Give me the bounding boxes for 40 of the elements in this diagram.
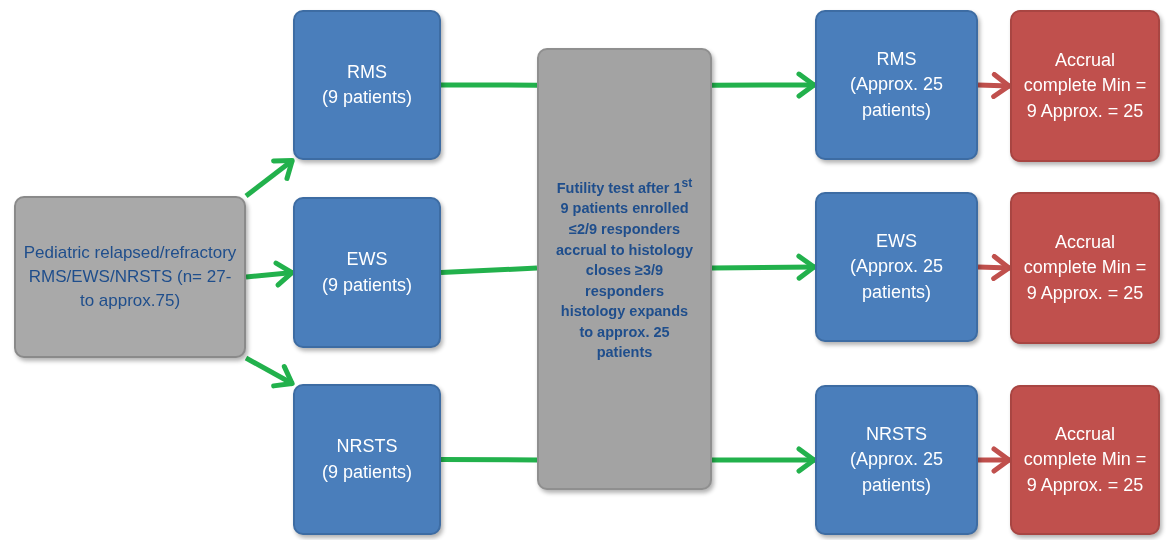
arrow [977, 254, 1012, 281]
decision-box [537, 48, 712, 490]
node-label: Pediatric relapsed/refractory RMS/EWS/NRSTS (n= 27- to approx.75) [22, 242, 238, 312]
node-label: EWS [346, 248, 388, 272]
connector-line [441, 457, 537, 463]
connector-line [440, 265, 538, 275]
process-box [815, 385, 978, 535]
node-label: NRSTS [336, 435, 398, 459]
node-label: (9 patients) [321, 460, 412, 484]
node-label: (Approx. 25 patients) [848, 73, 945, 122]
node-label: NRSTS [866, 423, 927, 447]
node-label: RMS [347, 60, 387, 84]
outcome-box [1010, 192, 1160, 344]
arrow [712, 446, 817, 474]
process-box [293, 197, 441, 348]
node-label: Futility test after 1$^{st}$ 9 patients enrolled ≤2/9 responders accrual to histology closes ≥3/9 responders histology expands to approx. 25 patients [555, 175, 694, 363]
arrow [245, 260, 295, 288]
node-label: (9 patients) [321, 273, 412, 297]
node-label: EWS [876, 230, 917, 254]
outcome-box [1010, 385, 1160, 535]
process-box [815, 10, 978, 160]
node-label: Accrual complete Min = 9 Approx. = 25 [1022, 423, 1148, 497]
arrow [244, 355, 295, 389]
node-label: (Approx. 25 patients) [848, 448, 945, 497]
process-box [293, 384, 441, 535]
process-box [815, 192, 978, 342]
node-label: Accrual complete Min = 9 Approx. = 25 [1022, 49, 1148, 123]
node-label: (Approx. 25 patients) [848, 255, 945, 304]
outcome-box [1010, 10, 1160, 162]
arrow [978, 446, 1012, 474]
arrow [711, 253, 817, 281]
arrow [244, 158, 295, 198]
arrow [977, 72, 1012, 99]
process-box [293, 10, 441, 160]
node-label: (9 patients) [321, 86, 412, 109]
arrow [712, 71, 817, 99]
node-label: Accrual complete Min = 9 Approx. = 25 [1022, 231, 1148, 305]
node-label: RMS [876, 48, 917, 72]
process-box [14, 196, 246, 358]
connector-line [441, 82, 537, 88]
